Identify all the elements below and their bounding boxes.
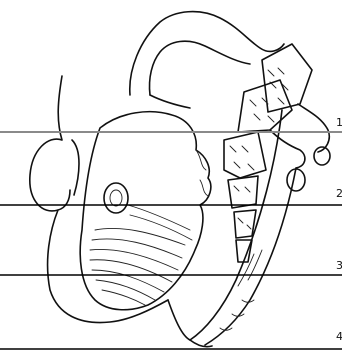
level-label-1: 1 — [336, 117, 342, 128]
sacrum-vertebrae — [190, 44, 330, 345]
fetal-ear — [104, 183, 128, 213]
level-label-2: 2 — [336, 188, 342, 199]
coccyx — [168, 300, 212, 347]
level-label-3: 3 — [336, 260, 342, 271]
level-label-4: 4 — [336, 331, 342, 342]
fetal-hair — [90, 205, 192, 305]
fetal-ear-inner — [110, 190, 122, 206]
fetal-face-profile — [196, 150, 208, 196]
ilium-outline — [130, 12, 284, 95]
pubic-inner — [72, 140, 79, 195]
iliac-crest-edge — [150, 95, 190, 108]
pubic-bone — [30, 76, 168, 323]
ilium-inner-outline — [149, 41, 250, 95]
